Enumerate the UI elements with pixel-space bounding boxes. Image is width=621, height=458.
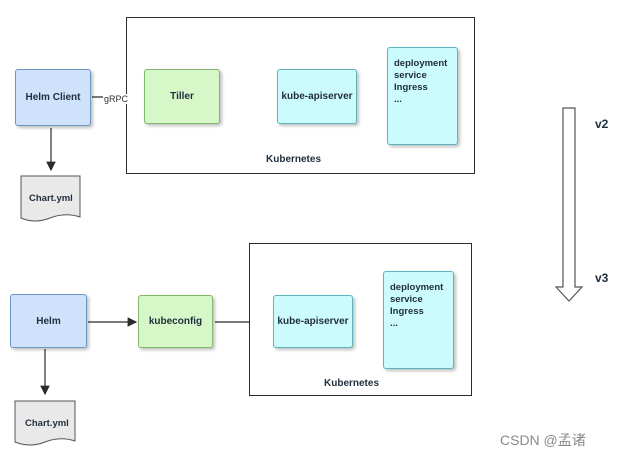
resources-box-v2: deployment service Ingress ... <box>387 47 458 145</box>
resource-item: Ingress <box>394 82 428 93</box>
kubeconfig-label: kubeconfig <box>148 316 203 327</box>
version-label-v2: v2 <box>595 117 609 131</box>
kube-apiserver-box-v3: kube-apiserver <box>273 295 353 348</box>
watermark: CSDN @孟诸 <box>500 432 586 448</box>
version-label-v3: v3 <box>595 271 609 285</box>
chart-document-shape-v3 <box>14 400 76 446</box>
kubernetes-label-v2: Kubernetes <box>266 154 322 165</box>
helm-box: Helm <box>10 294 87 348</box>
resource-item: service <box>394 70 427 81</box>
chart-yml-label-v3: Chart.yml <box>25 418 69 429</box>
chart-yml-label-v2: Chart.yml <box>29 193 73 204</box>
kube-apiserver-label-v3: kube-apiserver <box>277 316 349 327</box>
chart-document-shape-v2 <box>20 175 81 222</box>
tiller-box: Tiller <box>144 69 220 124</box>
helm-client-box: Helm Client <box>15 69 91 126</box>
resources-box-v3: deployment service Ingress ... <box>383 271 454 369</box>
tiller-label: Tiller <box>170 91 194 102</box>
kube-apiserver-label-v2: kube-apiserver <box>281 91 353 102</box>
resource-item: Ingress <box>390 306 424 317</box>
resource-item: ... <box>394 94 402 105</box>
resource-item: ... <box>390 318 398 329</box>
kube-apiserver-box-v2: kube-apiserver <box>277 69 357 124</box>
helm-client-label: Helm Client <box>25 92 81 103</box>
kubernetes-label-v3: Kubernetes <box>324 378 380 389</box>
helm-label: Helm <box>36 315 61 327</box>
resource-item: deployment <box>390 282 444 293</box>
resource-item: service <box>390 294 423 305</box>
grpc-label: gRPC <box>103 94 130 104</box>
kubeconfig-box: kubeconfig <box>138 295 213 348</box>
resource-item: deployment <box>394 58 448 69</box>
version-upgrade-arrow <box>554 107 584 302</box>
